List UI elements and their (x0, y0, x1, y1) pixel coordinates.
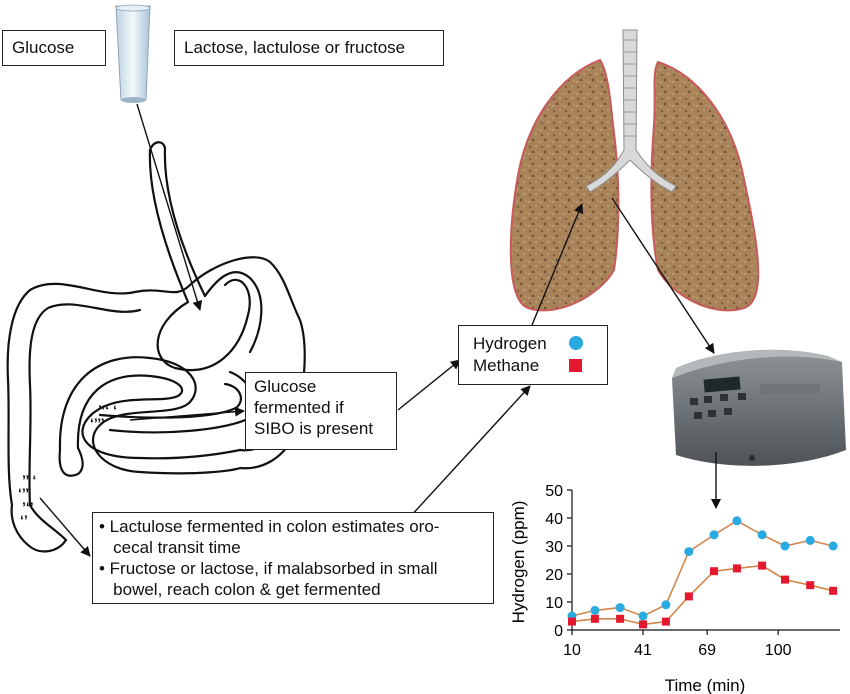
x-tick-label: 41 (634, 642, 652, 659)
methane-point (684, 592, 693, 601)
hydrogen-label: Hydrogen (473, 333, 547, 353)
methane-point (829, 586, 838, 595)
hydrogen-point (828, 541, 838, 551)
water-glass-icon (115, 4, 151, 103)
chart-markers (567, 516, 838, 629)
y-tick-label: 50 (545, 483, 563, 500)
hydrogen-point (732, 516, 742, 526)
hydrogen-point (709, 530, 719, 540)
hydrogen-point (757, 530, 767, 540)
ferment-line: Glucose (254, 377, 317, 396)
y-tick-label: 0 (554, 623, 563, 640)
methane-point (806, 581, 815, 590)
methane-point (758, 561, 767, 570)
methane-row: Methane (473, 354, 607, 376)
hydrogen-series-line (571, 519, 834, 617)
gases-legend-box: Hydrogen Methane (458, 325, 608, 385)
svg-text:’’ ‘: ’’ ‘ (22, 472, 36, 488)
lungs-icon (509, 29, 760, 312)
ferment-line: fermented if (254, 398, 344, 417)
ferment-line: SIBO is present (254, 419, 374, 438)
svg-text:’’‘ ‘: ’’‘ ‘ (98, 402, 117, 418)
methane-square-icon (569, 358, 582, 372)
chart-series-lines (571, 519, 834, 626)
hydrogen-point (661, 600, 671, 610)
chart-ylabel: Hydrogen (ppm) (509, 501, 528, 624)
lactose-box: Lactose, lactulose or fructose (174, 30, 444, 66)
methane-point (661, 617, 670, 626)
y-tick-label: 10 (545, 595, 563, 612)
methane-point (616, 614, 625, 623)
svg-text:‘’’: ‘’’ (18, 485, 29, 501)
hydrogen-circle-icon (569, 336, 583, 350)
colon-fermentation-box: • Lactulose fermented in colon estimates… (92, 512, 494, 604)
bullet-line: bowel, reach colon & get fermented (99, 580, 381, 599)
y-tick-label: 20 (545, 567, 563, 584)
methane-point (781, 575, 790, 584)
x-tick-label: 69 (698, 642, 716, 659)
hydrogen-point (590, 605, 600, 615)
methane-point (639, 620, 648, 629)
glucose-label: Glucose (12, 38, 75, 57)
bullet-line: cecal transit time (99, 538, 241, 557)
y-tick-label: 40 (545, 511, 563, 528)
bullet-line: • Lactulose fermented in colon estimates… (99, 517, 440, 536)
x-tick-label: 10 (563, 642, 581, 659)
glucose-box: Glucose (2, 30, 106, 66)
bacteria-marks: ’’‘ ‘ ‘’’’ ’’ ‘ ‘’’ ’‘’ ‘’ (18, 402, 117, 528)
chart-xlabel: Time (min) (665, 676, 746, 694)
methane-point (710, 567, 719, 576)
flow-arrows (39, 103, 721, 557)
svg-text:‘’’’: ‘’’’ (90, 415, 105, 431)
bullet-line: • Fructose or lactose, if malabsorbed in… (99, 559, 438, 578)
methane-point (590, 614, 599, 623)
x-tick-label: 100 (765, 642, 792, 659)
svg-text:’‘’: ’‘’ (22, 499, 34, 515)
glucose-fermented-box: Glucose fermented if SIBO is present (245, 372, 397, 450)
lactose-label: Lactose, lactulose or fructose (184, 38, 406, 57)
methane-point (732, 564, 741, 573)
hydrogen-point (638, 611, 648, 621)
hydrogen-row: Hydrogen (473, 332, 607, 354)
y-tick-label: 30 (545, 539, 563, 556)
methane-series-line (571, 564, 834, 626)
svg-text:‘’: ‘’ (20, 512, 28, 528)
intestine-outline-icon (6, 141, 306, 553)
breath-analyzer-device-icon (672, 349, 846, 466)
hydrogen-point (684, 547, 694, 557)
methane-label: Methane (473, 355, 540, 375)
hydrogen-point (805, 535, 815, 545)
hydrogen-point (615, 603, 625, 613)
methane-point (568, 617, 576, 626)
hydrogen-point (780, 541, 790, 551)
